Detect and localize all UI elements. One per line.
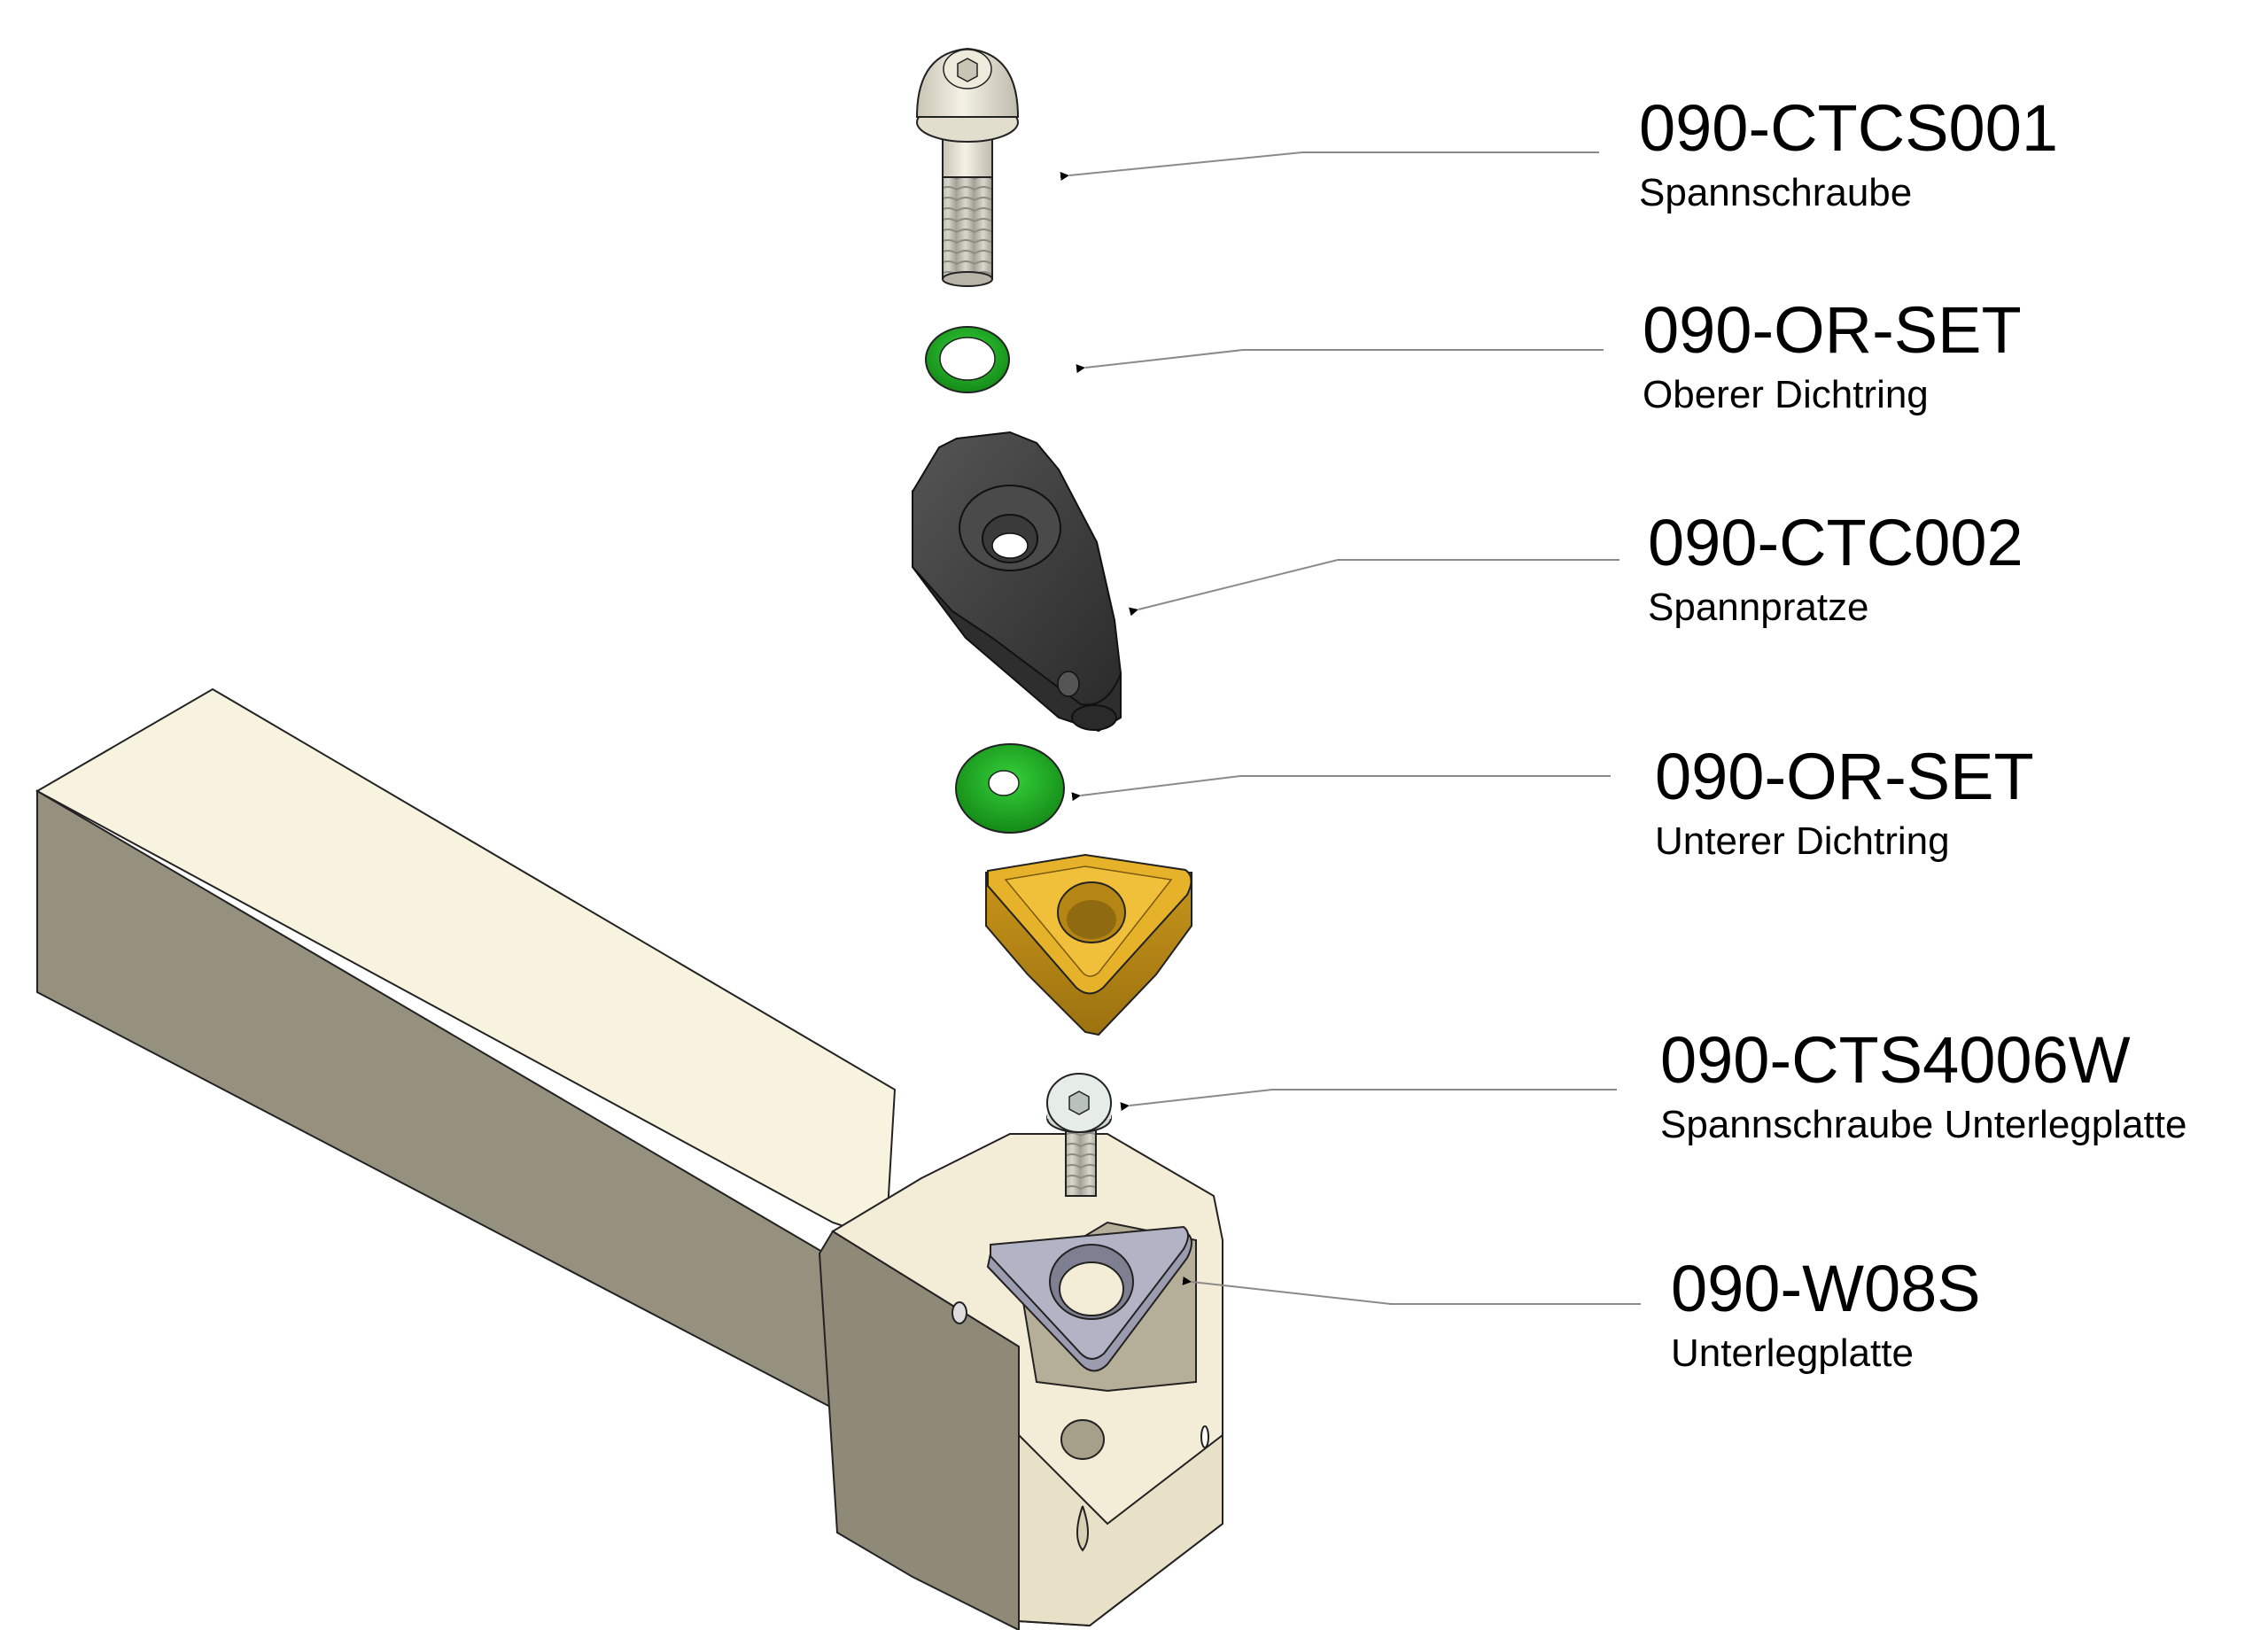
threaded-hole — [1060, 1419, 1105, 1460]
clamp-bore-through — [991, 532, 1029, 559]
leader-line-shim — [1182, 1276, 1641, 1305]
shim-screw-thread — [1065, 1124, 1097, 1197]
part-number: 090-CTCS001 — [1639, 91, 2059, 165]
upper-o-ring-hole — [939, 337, 996, 381]
part-number: 090-OR-SET — [1643, 293, 2022, 367]
clamp-screw-hex-socket — [957, 58, 978, 82]
holder-coolant-hole — [1200, 1425, 1209, 1448]
part-description: Unterer Dichtring — [1655, 819, 1950, 863]
tool-holder — [35, 687, 1223, 1630]
shim — [986, 1225, 1192, 1372]
part-number: 090-CTC002 — [1648, 506, 2023, 579]
holder-pin-hole — [951, 1301, 967, 1324]
lower-o-ring-hole — [988, 770, 1020, 796]
part-description: Spannschraube Unterlegplatte — [1660, 1103, 2187, 1146]
cutting-insert — [985, 853, 1192, 1036]
insert-hole-inner — [1067, 900, 1116, 939]
clamp — [912, 431, 1122, 733]
part-number: 090-W08S — [1671, 1252, 1981, 1325]
callout-lower-o-ring: 090-OR-SET Unterer Dichtring — [1655, 744, 2034, 861]
callout-upper-o-ring: 090-OR-SET Oberer Dichtring — [1643, 298, 2022, 415]
callout-shim-screw: 090-CTS4006W Spannschraube Unterlegplatt… — [1660, 1028, 2186, 1145]
part-description: Oberer Dichtring — [1643, 373, 1929, 416]
leader-line-clamp-screw — [1060, 151, 1599, 181]
shim-hole-inner — [1059, 1261, 1124, 1316]
clamp-nose — [1071, 704, 1117, 731]
holder-front-face — [1018, 1432, 1223, 1627]
clamp-screw-tip — [942, 271, 993, 287]
part-description: Unterlegplatte — [1671, 1331, 1914, 1375]
part-description: Spannschraube — [1639, 171, 1913, 214]
shim-screw — [1046, 1073, 1112, 1197]
leader-lines — [1060, 151, 1641, 1305]
callout-shim: 090-W08S Unterlegplatte — [1671, 1256, 1981, 1373]
leader-line-shim-screw — [1120, 1089, 1617, 1112]
lower-o-ring — [955, 743, 1065, 834]
clamp-screw — [915, 47, 1020, 287]
callout-clamp-screw: 090-CTCS001 Spannschraube — [1639, 96, 2058, 213]
part-number: 090-CTS4006W — [1660, 1023, 2131, 1097]
shim-screw-hex-socket — [1068, 1091, 1090, 1115]
upper-o-ring — [925, 326, 1010, 393]
clamp-screw-thread — [942, 176, 993, 280]
leader-line-lower-o-ring — [1071, 775, 1611, 802]
callout-clamp: 090-CTC002 Spannpratze — [1648, 510, 2023, 627]
part-description: Spannpratze — [1648, 586, 1869, 629]
part-number: 090-OR-SET — [1655, 740, 2034, 813]
leader-line-upper-o-ring — [1076, 349, 1604, 374]
clamp-pin-hole — [1057, 671, 1080, 697]
leader-line-clamp — [1129, 559, 1619, 617]
holder-coolant-outlet — [1076, 1505, 1089, 1552]
holder-top-face — [35, 687, 897, 1242]
